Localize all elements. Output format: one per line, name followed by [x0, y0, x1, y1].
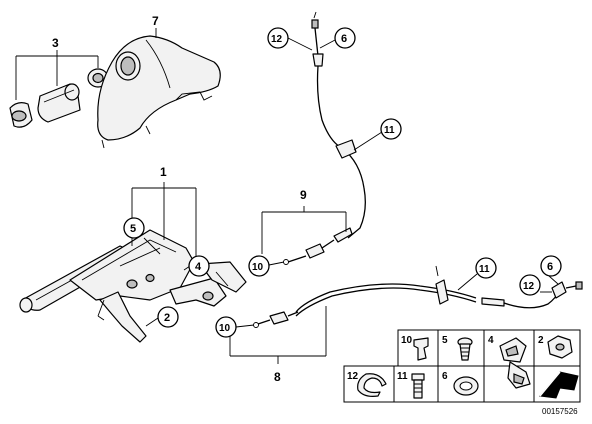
callout-6a: 6 — [341, 33, 347, 45]
callout-11b-circle — [475, 257, 497, 279]
callout-12b-circle — [519, 274, 541, 296]
legend-num-11: 11 — [397, 371, 408, 382]
legend-num-12: 12 — [347, 371, 359, 382]
callout-5-circle — [123, 217, 145, 239]
circlip-icon — [357, 373, 387, 397]
callout-11b: 11 — [479, 264, 490, 275]
diagram-id: 00157526 — [542, 407, 578, 416]
handle-grip-parts — [9, 68, 109, 128]
upper-cable — [283, 11, 366, 265]
callout-3: 3 — [52, 36, 59, 50]
callout-7: 7 — [152, 14, 159, 28]
callout-8-bracket — [229, 306, 327, 364]
callout-2: 2 — [164, 312, 170, 324]
callout-9-bracket — [261, 206, 347, 254]
legend-num-4: 4 — [488, 335, 494, 346]
callout-8: 8 — [274, 370, 281, 384]
callout-9: 9 — [300, 188, 307, 202]
nut-icon — [547, 335, 573, 359]
clip-icon — [413, 337, 429, 361]
callout-4-circle — [188, 255, 210, 277]
callout-1: 1 — [160, 165, 167, 179]
callout-12b: 12 — [523, 281, 535, 292]
callout-5: 5 — [130, 223, 136, 235]
callout-6b-circle — [540, 255, 562, 277]
callout-10b: 10 — [219, 323, 231, 334]
legend-num-6: 6 — [442, 371, 448, 382]
legend-num-2: 2 — [538, 335, 544, 346]
bolt-icon — [411, 373, 425, 399]
callout-6a-circle — [334, 27, 356, 49]
callout-3-bracket — [15, 50, 99, 100]
lower-cable — [253, 265, 583, 328]
washer-icon — [453, 376, 479, 396]
legend-num-10: 10 — [401, 335, 413, 346]
callout-11a-circle — [380, 118, 402, 140]
boot-cover — [97, 35, 221, 149]
callout-12a: 12 — [271, 34, 283, 45]
legend-num-5: 5 — [442, 335, 448, 346]
screw-icon — [457, 337, 473, 361]
clamp-icon — [499, 337, 531, 389]
callout-4: 4 — [195, 261, 202, 273]
callout-10a-circle — [248, 255, 270, 277]
callout-10a: 10 — [252, 262, 264, 273]
parts-legend: 10 5 4 2 12 11 6 — [343, 329, 581, 403]
handbrake-lever — [19, 229, 247, 343]
callout-2-circle — [157, 306, 179, 328]
callout-10b-circle — [215, 316, 237, 338]
callout-6b: 6 — [547, 261, 553, 273]
callout-12a-circle — [267, 27, 289, 49]
callout-11a: 11 — [384, 125, 395, 136]
